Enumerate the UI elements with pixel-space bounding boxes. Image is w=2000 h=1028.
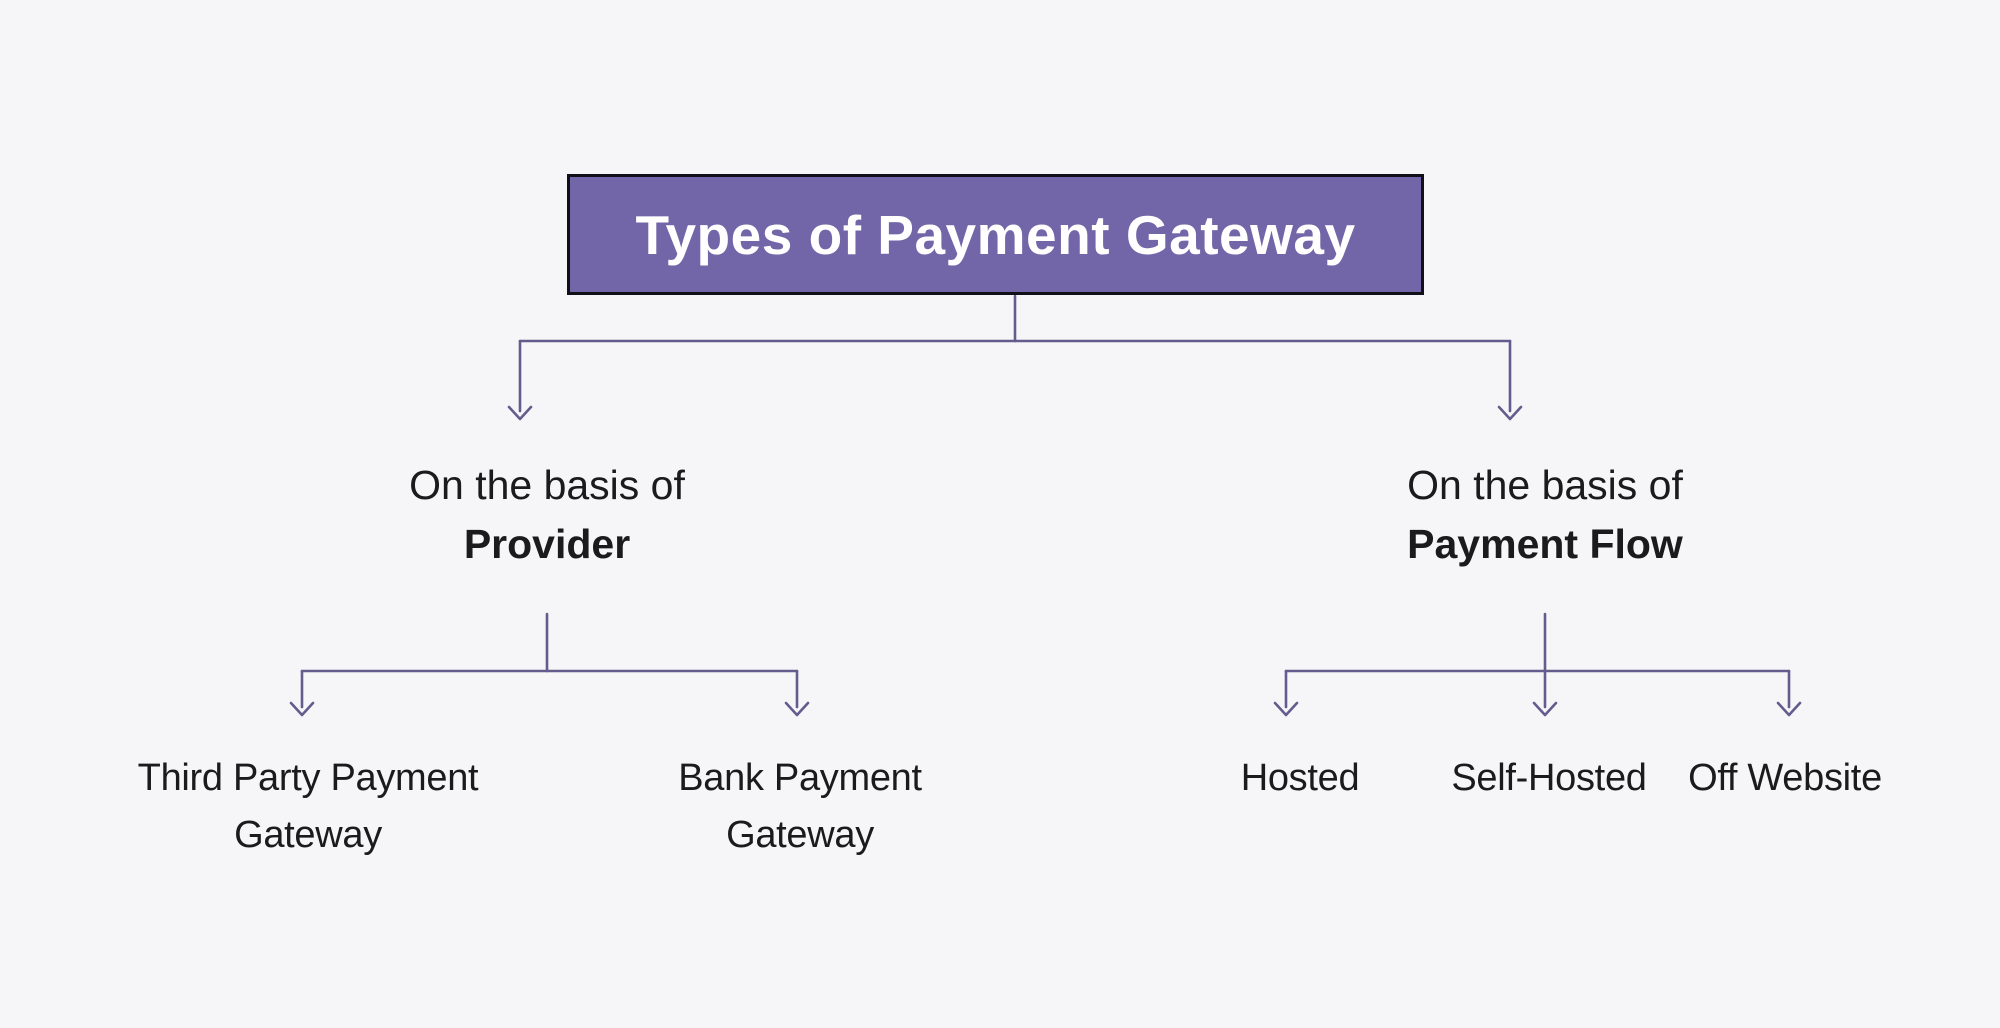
arrow-down-icon xyxy=(1532,701,1558,717)
leaf-self-hosted: Self-Hosted xyxy=(1451,757,1647,799)
branch-provider-name: Provider xyxy=(463,521,631,567)
leaf-hosted: Hosted xyxy=(1240,757,1360,799)
arrow-down-icon xyxy=(1273,701,1299,717)
diagram-title: Types of Payment Gateway xyxy=(635,203,1356,266)
arrow-down-icon xyxy=(507,405,533,421)
arrow-down-icon xyxy=(289,701,315,717)
branch-payment-flow-prefix: On the basis of xyxy=(1407,462,1683,508)
branch-provider-prefix: On the basis of xyxy=(409,462,685,508)
arrow-down-icon xyxy=(1776,701,1802,717)
arrow-down-icon xyxy=(1497,405,1523,421)
branch-provider: On the basis of Provider xyxy=(287,456,807,574)
branch-payment-flow: On the basis of Payment Flow xyxy=(1285,456,1805,574)
connector-provider-children xyxy=(289,612,810,717)
leaf-bank-payment-gateway: Bank Payment Gateway xyxy=(678,757,922,856)
connector-root-to-branches xyxy=(507,294,1523,421)
root-node: Types of Payment Gateway xyxy=(567,174,1424,295)
branch-payment-flow-name: Payment Flow xyxy=(1407,521,1683,567)
leaf-third-party-payment-gateway: Third Party Payment Gateway xyxy=(137,757,479,856)
connector-payment-flow-children xyxy=(1273,612,1802,717)
leaf-off-website: Off Website xyxy=(1688,757,1882,799)
arrow-down-icon xyxy=(784,701,810,717)
